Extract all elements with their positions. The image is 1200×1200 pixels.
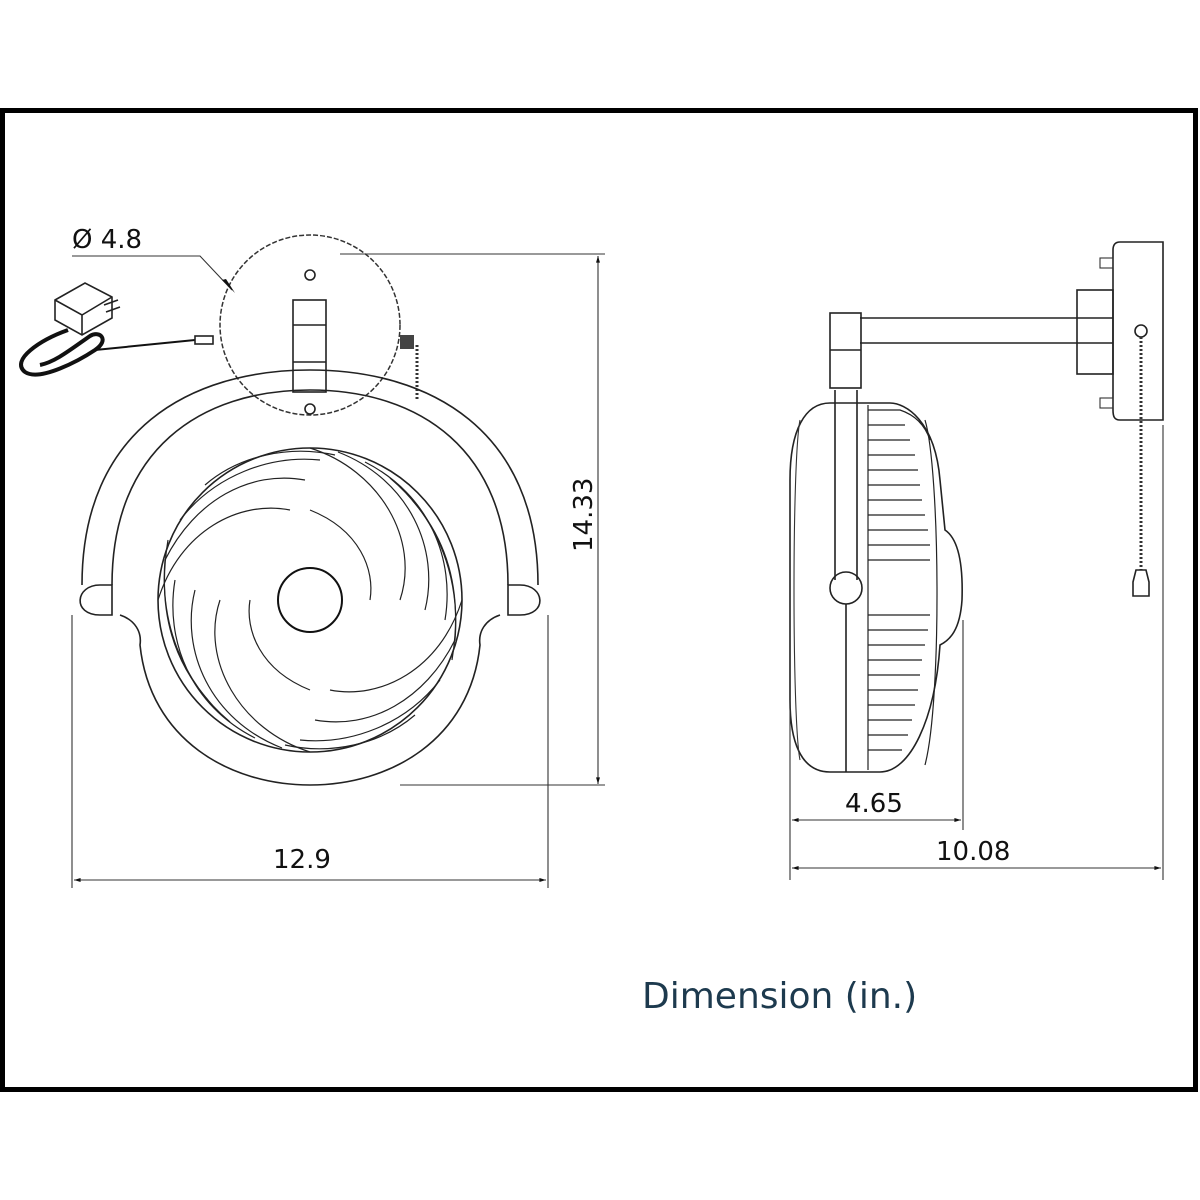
height-label: 14.33 — [569, 478, 599, 552]
front-view: Ø 4.8 — [19, 225, 605, 888]
fan-grill — [157, 447, 463, 753]
total-depth-label: 10.08 — [936, 837, 1010, 867]
power-adapter-icon — [19, 282, 214, 377]
fan-hub — [277, 567, 343, 633]
mount-plate-outline — [219, 234, 401, 416]
width-label: 12.9 — [273, 845, 331, 875]
fan-fins — [867, 405, 938, 770]
pivot-knob — [829, 571, 863, 605]
side-view: 4.65 10.08 — [789, 241, 1164, 880]
drawing-frame — [0, 108, 1198, 1092]
body-depth-label: 4.65 — [845, 789, 903, 819]
mount-diameter-label: Ø 4.8 — [72, 225, 142, 255]
dimension-caption: Dimension (in.) — [642, 976, 918, 1017]
